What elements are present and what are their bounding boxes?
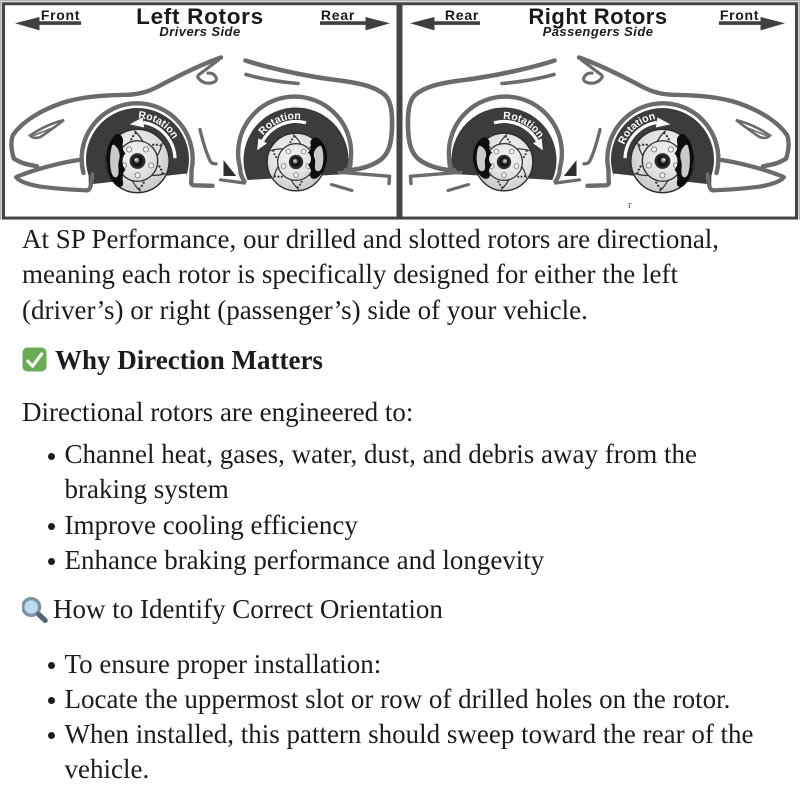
svg-text:Rear: Rear	[321, 7, 355, 23]
svg-text:Drivers Side: Drivers Side	[159, 24, 240, 39]
svg-text:Passengers Side: Passengers Side	[543, 24, 654, 39]
svg-text:Front: Front	[41, 7, 80, 23]
svg-text:Right Rotors: Right Rotors	[528, 4, 667, 29]
svg-text:Front: Front	[720, 7, 759, 23]
svg-text:Left Rotors: Left Rotors	[136, 4, 264, 29]
svg-text:Rear: Rear	[445, 7, 479, 23]
svg-text:r: r	[628, 199, 632, 211]
